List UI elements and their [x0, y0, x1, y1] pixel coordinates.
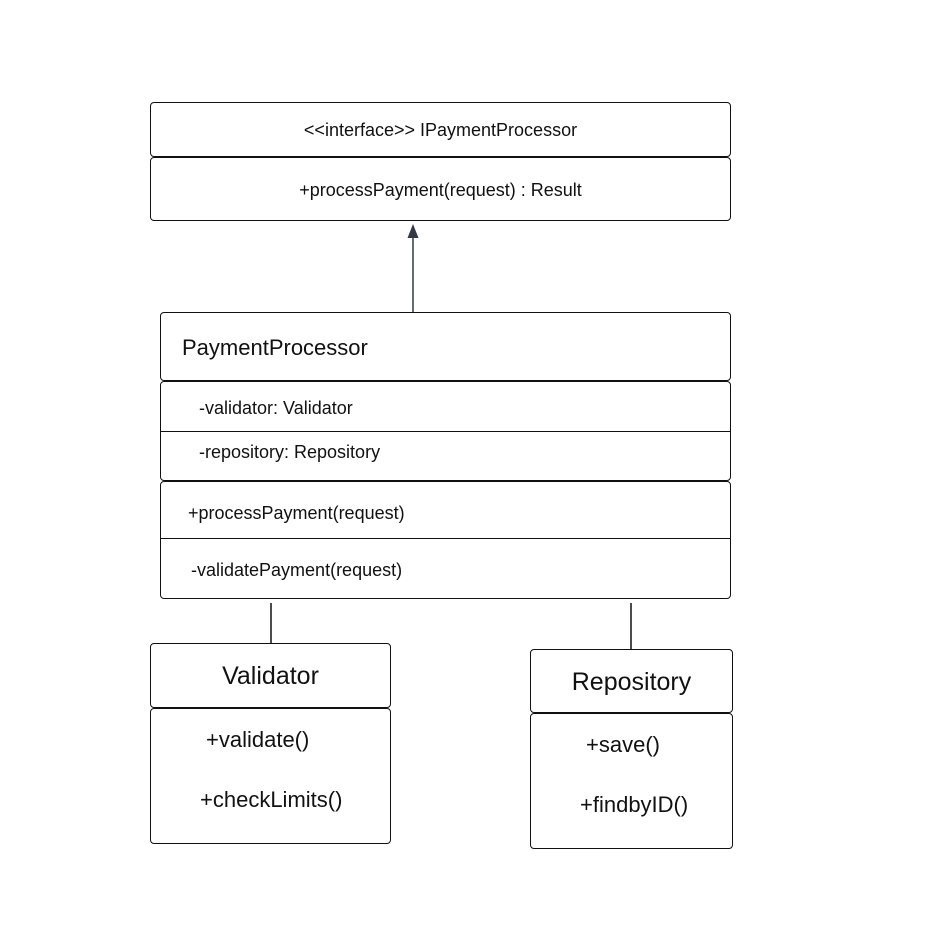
- repository-name-box[interactable]: Repository: [530, 649, 733, 713]
- payment-processor-name-box[interactable]: PaymentProcessor: [160, 312, 731, 381]
- validator-name-box[interactable]: Validator: [150, 643, 391, 708]
- repository-methods-box[interactable]: +save() +findbyID(): [530, 713, 733, 849]
- payment-processor-name: PaymentProcessor: [182, 335, 368, 360]
- repository-method-findbyid: +findbyID(): [580, 792, 689, 817]
- interface-header-text: <<interface>> IPaymentProcessor: [303, 120, 578, 140]
- repository-name: Repository: [571, 668, 692, 696]
- validator-method-check-limits: +checkLimits(): [200, 787, 343, 812]
- attribute-validator: -validator: Validator: [199, 398, 353, 418]
- validator-method-validate: +validate(): [206, 727, 310, 752]
- attribute-divider: [161, 431, 730, 432]
- method-validate-payment: -validatePayment(request): [191, 560, 403, 580]
- validator-methods-box[interactable]: +validate() +checkLimits(): [150, 708, 391, 844]
- payment-processor-methods-box[interactable]: +processPayment(request) -validatePaymen…: [160, 481, 731, 599]
- method-divider: [161, 538, 730, 539]
- payment-processor-attributes-box[interactable]: -validator: Validator -repository: Repos…: [160, 381, 731, 481]
- interface-method-text: +processPayment(request) : Result: [299, 180, 582, 200]
- interface-method-box[interactable]: +processPayment(request) : Result: [150, 157, 731, 221]
- validator-name: Validator: [222, 662, 319, 690]
- realization-arrowhead: [407, 224, 419, 238]
- method-process-payment: +processPayment(request): [188, 503, 405, 523]
- repository-method-save: +save(): [586, 732, 660, 757]
- attribute-repository: -repository: Repository: [199, 442, 381, 462]
- interface-header-box[interactable]: <<interface>> IPaymentProcessor: [150, 102, 731, 157]
